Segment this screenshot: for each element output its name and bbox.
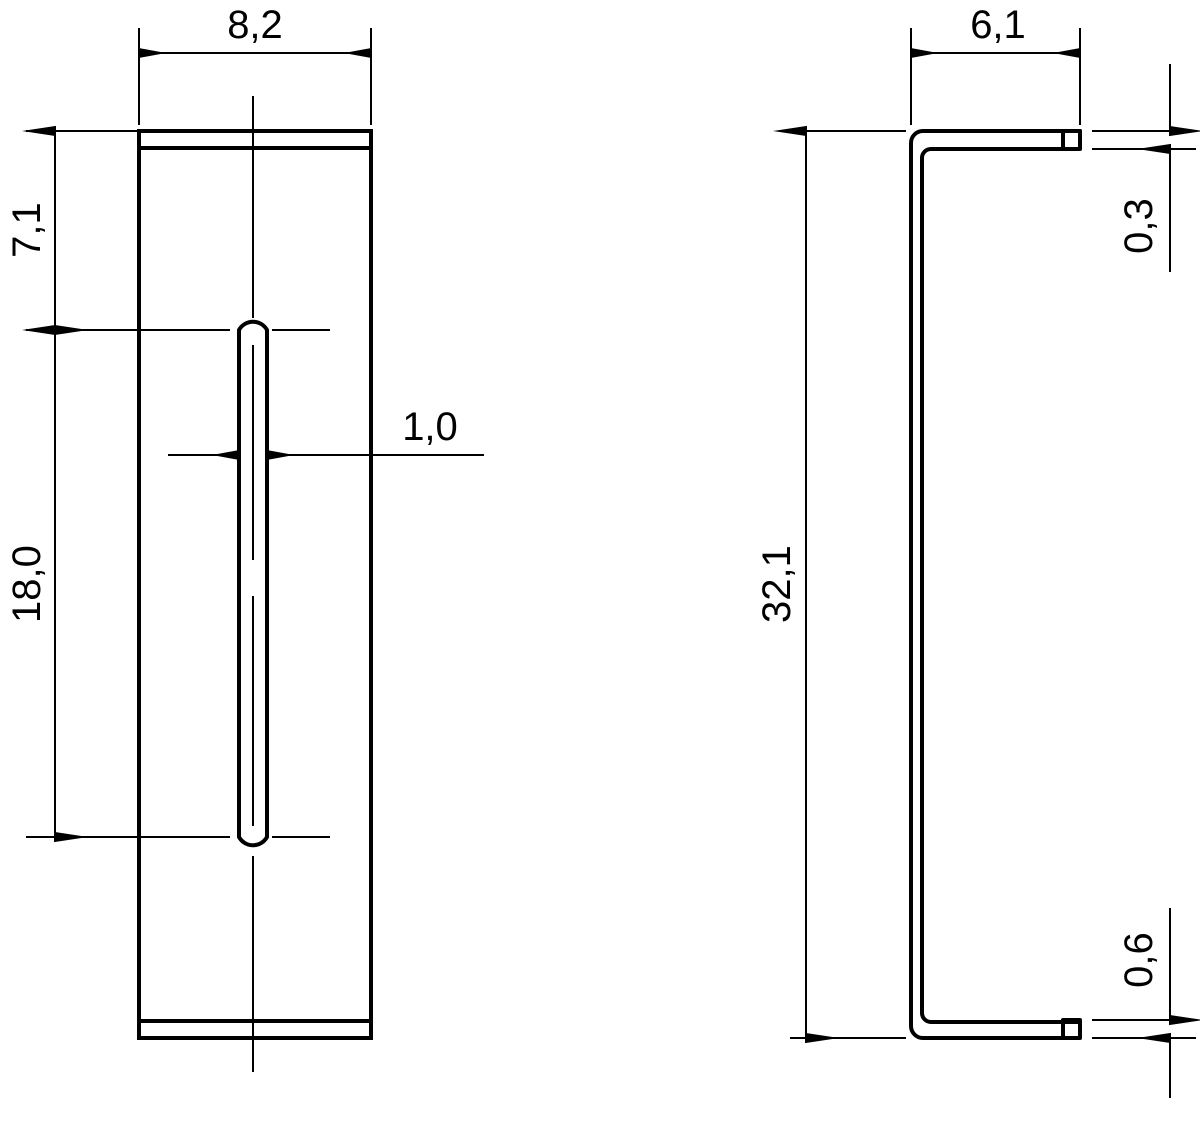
dimension-label-18-0: 18,0 [5,545,49,623]
dimension-label-1-0: 1,0 [402,405,458,449]
dimension-width-8-2: 8,2 [138,3,372,59]
dimension-thickness-0-3: 0,3 [1117,64,1200,272]
dimension-label-6-1: 6,1 [970,3,1026,47]
dimension-flange-6-1: 6,1 [910,3,1081,59]
dimension-label-7-1: 7,1 [5,202,49,258]
dimension-offset-7-1: 7,1 [5,125,88,336]
dimension-height-32-1: 32,1 [755,125,839,1044]
dimension-label-8-2: 8,2 [227,3,283,47]
dimension-thickness-0-6: 0,6 [1117,908,1200,1098]
profile-outer-contour [909,129,1082,1040]
side-view-geometry [909,129,1082,1040]
dimension-slot-18-0: 18,0 [5,324,88,843]
dimension-label-0-3: 0,3 [1117,198,1161,254]
dimension-slot-width-1-0: 1,0 [168,405,484,461]
slot-outline [237,319,269,848]
profile-inner-contour [920,129,1082,1024]
dimension-label-0-6: 0,6 [1117,932,1161,988]
dimension-label-32-1: 32,1 [755,545,799,623]
